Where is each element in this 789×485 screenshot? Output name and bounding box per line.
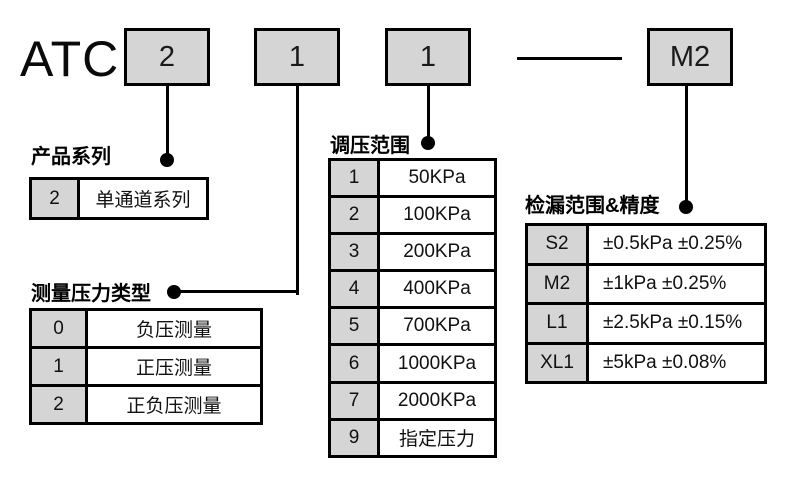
code-cell: 5 xyxy=(331,309,380,344)
table-row: S2 ±0.5kPa ±0.25% xyxy=(528,226,764,263)
code-cell: 3 xyxy=(331,235,380,270)
code-cell: 6 xyxy=(331,346,380,381)
series-table: 2 单通道系列 xyxy=(29,177,209,220)
code-cell: S2 xyxy=(528,226,589,263)
value-cell: ±1kPa ±0.25% xyxy=(603,272,727,294)
leak-accuracy-table: S2 ±0.5kPa ±0.25% M2 ±1kPa ±0.25% L1 ±2.5kPa … xyxy=(525,223,767,384)
code-cell: 0 xyxy=(32,311,88,346)
code-box-regulation-range: 1 xyxy=(385,28,471,86)
separator-dash xyxy=(517,57,622,60)
value-cell: 单通道系列 xyxy=(95,190,191,211)
code-cell: 2 xyxy=(331,198,380,233)
table-row: 3 200KPa xyxy=(331,232,494,270)
table-row: 9 指定压力 xyxy=(331,417,494,455)
model-prefix: ATC xyxy=(20,31,120,87)
code-cell: 1 xyxy=(32,349,88,384)
code-cell: L1 xyxy=(528,305,589,342)
table-row: M2 ±1kPa ±0.25% xyxy=(528,262,764,302)
code-box-leak-accuracy-value: M2 xyxy=(669,40,711,73)
value-cell: 1000KPa xyxy=(397,352,477,374)
value-cell: 200KPa xyxy=(403,241,471,263)
connector-dot-regulation-range xyxy=(421,136,435,150)
connector-line-regulation-range xyxy=(426,86,430,143)
code-cell: 2 xyxy=(32,180,80,217)
table-row: 2 单通道系列 xyxy=(32,180,206,217)
connector-dot-leak-accuracy xyxy=(679,200,693,214)
pressure-type-table: 0 负压测量 1 正压测量 2 正负压测量 xyxy=(29,308,263,425)
code-cell: 4 xyxy=(331,272,380,307)
value-cell: 负压测量 xyxy=(135,320,212,341)
table-row: 1 正压测量 xyxy=(32,346,260,384)
connector-line-pressure-type-horizontal xyxy=(175,290,297,293)
code-cell: 7 xyxy=(331,383,380,418)
code-box-series: 2 xyxy=(124,28,210,86)
code-box-pressure-type-value: 1 xyxy=(288,40,306,73)
value-cell: ±5kPa ±0.08% xyxy=(603,351,727,373)
table-row: 0 负压测量 xyxy=(32,311,260,346)
code-cell: M2 xyxy=(528,265,589,302)
section-title-pressure-type: 测量压力类型 xyxy=(31,283,151,305)
connector-line-pressure-type-vertical xyxy=(295,86,299,295)
table-row: 7 2000KPa xyxy=(331,380,494,418)
value-cell: 400KPa xyxy=(403,278,471,300)
table-row: XL1 ±5kPa ±0.08% xyxy=(528,341,764,381)
table-row: 1 50KPa xyxy=(331,161,494,196)
connector-dot-pressure-type xyxy=(167,284,181,299)
value-cell: 正压测量 xyxy=(135,358,212,379)
value-cell: ±0.5kPa ±0.25% xyxy=(603,233,743,255)
value-cell: 正负压测量 xyxy=(126,396,222,417)
connector-dot-series xyxy=(160,153,174,167)
table-row: L1 ±2.5kPa ±0.15% xyxy=(528,302,764,342)
code-cell: XL1 xyxy=(528,344,589,381)
value-cell: ±2.5kPa ±0.15% xyxy=(603,312,743,334)
value-cell: 700KPa xyxy=(403,315,471,337)
connector-line-leak-accuracy xyxy=(685,86,688,207)
code-box-leak-accuracy: M2 xyxy=(647,28,733,86)
code-cell: 1 xyxy=(331,161,380,196)
regulation-range-table: 1 50KPa 2 100KPa 3 200KPa 4 400KPa 5 700KPa 6 1000K… xyxy=(328,158,497,458)
value-cell: 50KPa xyxy=(408,167,466,189)
table-row: 2 100KPa xyxy=(331,195,494,233)
code-box-pressure-type: 1 xyxy=(254,28,340,86)
table-row: 6 1000KPa xyxy=(331,343,494,381)
table-row: 5 700KPa xyxy=(331,306,494,344)
table-row: 2 正负压测量 xyxy=(32,384,260,422)
code-cell: 2 xyxy=(32,387,88,422)
connector-line-series xyxy=(165,86,169,160)
section-title-series: 产品系列 xyxy=(31,146,111,168)
code-box-series-value: 2 xyxy=(158,40,176,73)
code-cell: 9 xyxy=(331,420,380,455)
section-title-regulation-range: 调压范围 xyxy=(330,135,410,157)
value-cell: 指定压力 xyxy=(398,429,475,451)
value-cell: 100KPa xyxy=(403,204,471,226)
code-box-regulation-range-value: 1 xyxy=(419,40,437,73)
section-title-leak-accuracy: 检漏范围&精度 xyxy=(525,195,660,217)
value-cell: 2000KPa xyxy=(397,389,477,411)
table-row: 4 400KPa xyxy=(331,269,494,307)
